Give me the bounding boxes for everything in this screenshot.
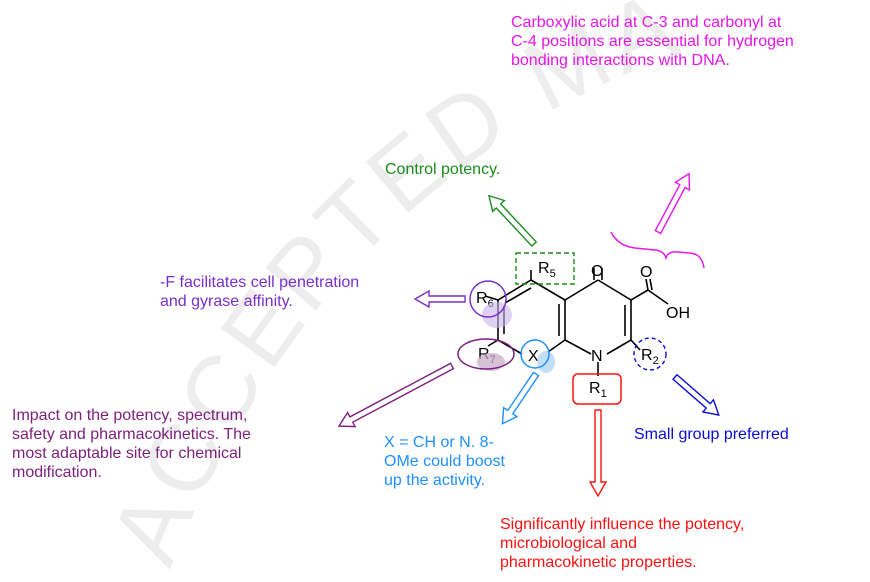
atom-o-ketone: O [591,263,603,280]
r7-arrow [337,362,455,428]
x-arrow [501,371,540,425]
r2-highlight-circle [633,337,667,371]
annotation-r7: Impact on the potency, spectrum, safety … [12,407,251,481]
annotation-acid: Carboxylic acid at C-3 and carbonyl at C… [511,14,794,69]
acid-arrow [654,172,691,235]
annotation-r6: -F facilitates cell penetration and gyra… [160,274,360,310]
annotation-r2: Small group preferred [634,426,789,443]
r5-highlight-box [515,252,575,285]
atom-r5: R5 [538,260,556,280]
r6-highlight-circle [469,280,507,318]
r7-shadow [477,353,505,371]
r6-arrow [413,289,466,309]
annotation-x: X = CH or N. 8- OMe could boost up the a… [384,434,505,489]
r7-highlight-ellipse [457,338,515,370]
annotation-r1: Significantly influence the potency, mic… [500,516,745,571]
atom-r2: R2 [641,347,659,367]
r1-highlight-box [572,373,622,405]
r2-arrow [672,373,720,416]
atom-labels: O O OH N X R5 R6 R7 R2 R1 [476,260,690,400]
annotation-arrows [337,172,720,498]
atom-n: N [591,348,603,365]
atom-x: X [528,348,539,365]
annotation-r5: Control potency. [385,161,501,178]
acid-brace [610,231,705,269]
r1-arrow [588,409,608,498]
atom-oh: OH [666,305,690,322]
atom-o-acid: O [640,264,652,281]
x-highlight-circle [520,339,550,369]
atom-r1: R1 [589,380,607,400]
r5-arrow [488,194,538,248]
